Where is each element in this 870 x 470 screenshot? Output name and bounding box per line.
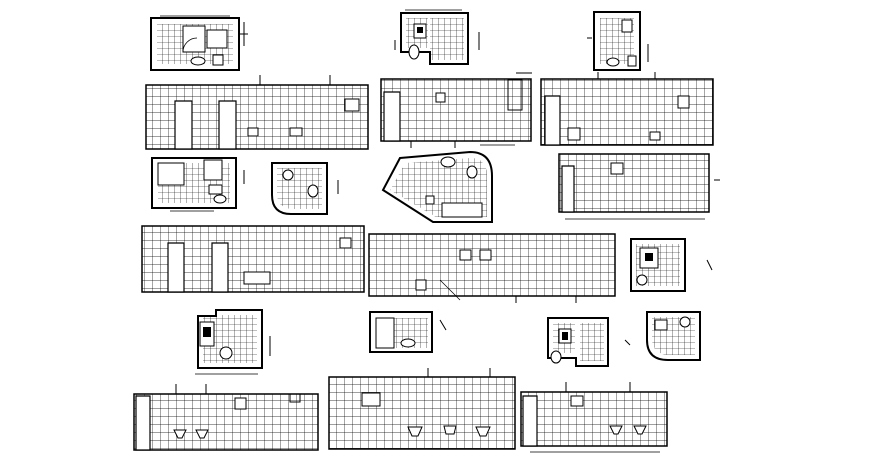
toilet-icon [637, 275, 647, 285]
sink-icon [607, 58, 619, 66]
bath-plan-8 [195, 310, 270, 374]
tile-elevation-6 [369, 234, 615, 303]
bath-plan-5 [272, 163, 338, 214]
bath-plan-1 [151, 16, 248, 70]
tile-elevation-8 [329, 368, 515, 449]
sink-icon [214, 195, 226, 203]
bath-plan-11 [647, 312, 700, 360]
tile-elevation-4 [559, 154, 720, 219]
tile-elevation-7 [134, 384, 318, 450]
sink-icon [441, 157, 455, 167]
bath-plan-10 [548, 318, 630, 366]
bath-plan-3 [587, 12, 648, 70]
bath-plan-9 [370, 312, 446, 352]
sink-icon [191, 57, 205, 65]
tile-elevation-3 [541, 72, 713, 145]
bath-plan-2 [395, 10, 479, 64]
tile-elevation-9 [521, 382, 667, 452]
bath-plan-4 [152, 158, 244, 211]
tile-elevation-2 [381, 73, 532, 148]
tile-elevation-5 [142, 226, 364, 292]
bath-plan-7 [631, 239, 712, 291]
toilet-icon [467, 166, 477, 178]
toilet-icon [220, 347, 232, 359]
toilet-icon [409, 45, 419, 59]
sink-icon [401, 339, 415, 347]
toilet-icon [308, 185, 318, 197]
toilet-icon [551, 351, 561, 363]
tile-elevation-1 [146, 75, 368, 149]
bath-plan-6 [383, 152, 492, 222]
shower-icon [680, 317, 690, 327]
shower-icon [283, 170, 293, 180]
